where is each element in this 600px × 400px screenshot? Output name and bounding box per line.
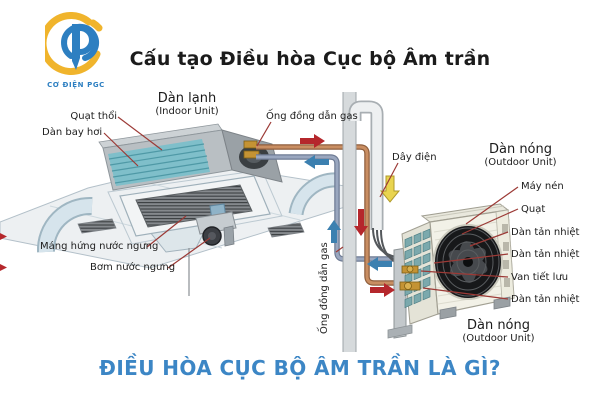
outdoor-fan [433, 224, 503, 300]
indoor-unit-name-en: (Indoor Unit) [155, 106, 219, 118]
indoor-cassette-unit [98, 123, 283, 296]
label-van-tiet-luu: Van tiết lưu [511, 272, 569, 283]
outdoor-unit [387, 203, 515, 339]
label-day-dien: Dây điện [392, 152, 437, 163]
label-may-nen: Máy nén [521, 181, 564, 192]
label-quat: Quạt [521, 204, 546, 215]
label-dan-tan-nhiet-3: Dàn tản nhiệt [511, 294, 580, 305]
page-caption: ĐIỀU HÒA CỤC BỘ ÂM TRẦN LÀ GÌ? [99, 356, 501, 380]
blue-arrow-up-icon [327, 220, 341, 243]
service-valves [399, 265, 421, 291]
outdoor-unit-footer: Dàn nóng (Outdoor Unit) [436, 318, 561, 345]
edge-marker [0, 233, 7, 271]
label-dan-bay-hoi: Dàn bay hơi [42, 127, 103, 138]
blue-arrow-left-icon [304, 155, 329, 169]
label-ong-dong-dan-gas: Ống đồng dẫn gas [266, 111, 358, 122]
wall [342, 92, 357, 352]
label-ong-dong-dan-gas-riser: Ống đồng dẫn gas [319, 242, 330, 334]
pgc-logo-icon [39, 12, 103, 75]
logo-text: CƠ ĐIỆN PGC [47, 81, 105, 89]
blue-arrow-left-icon [367, 257, 392, 271]
label-quat-thoi: Quạt thổi [70, 111, 117, 122]
outdoor-side-vents [404, 228, 431, 309]
outdoor-unit-header: Dàn nóng (Outdoor Unit) [458, 142, 583, 169]
red-arrow-down-icon [354, 209, 368, 236]
page-title: Cấu tạo Điều hòa Cục bộ Âm trần [129, 48, 491, 70]
label-dan-tan-nhiet-1: Dàn tản nhiệt [511, 227, 580, 238]
outdoor-unit-footer-name: Dàn nóng [466, 318, 531, 333]
outdoor-unit-name-en: (Outdoor Unit) [484, 157, 557, 169]
indoor-unit-header: Dàn lạnh (Indoor Unit) [127, 91, 247, 118]
label-bom-nuoc-ngung: Bơm nước ngưng [90, 262, 176, 273]
electrical-conduit [348, 100, 405, 266]
flow-arrows [300, 134, 401, 297]
outdoor-unit-name: Dàn nóng [488, 142, 553, 157]
outdoor-unit-footer-name-en: (Outdoor Unit) [462, 333, 535, 345]
leader-lines [103, 116, 519, 300]
ceiling-grille [119, 175, 271, 237]
label-dan-tan-nhiet-2: Dàn tản nhiệt [511, 249, 580, 260]
condensate-pump [188, 203, 237, 296]
yellow-arrow-down-icon [379, 175, 401, 203]
indoor-unit-name: Dàn lạnh [157, 91, 217, 106]
red-arrow-right-icon [300, 134, 325, 148]
label-mang-hung-nuoc-ngung: Máng hứng nước ngưng [40, 241, 159, 252]
pgc-logo: CƠ ĐIỆN PGC [39, 12, 109, 89]
red-arrow-right-icon [370, 283, 395, 297]
